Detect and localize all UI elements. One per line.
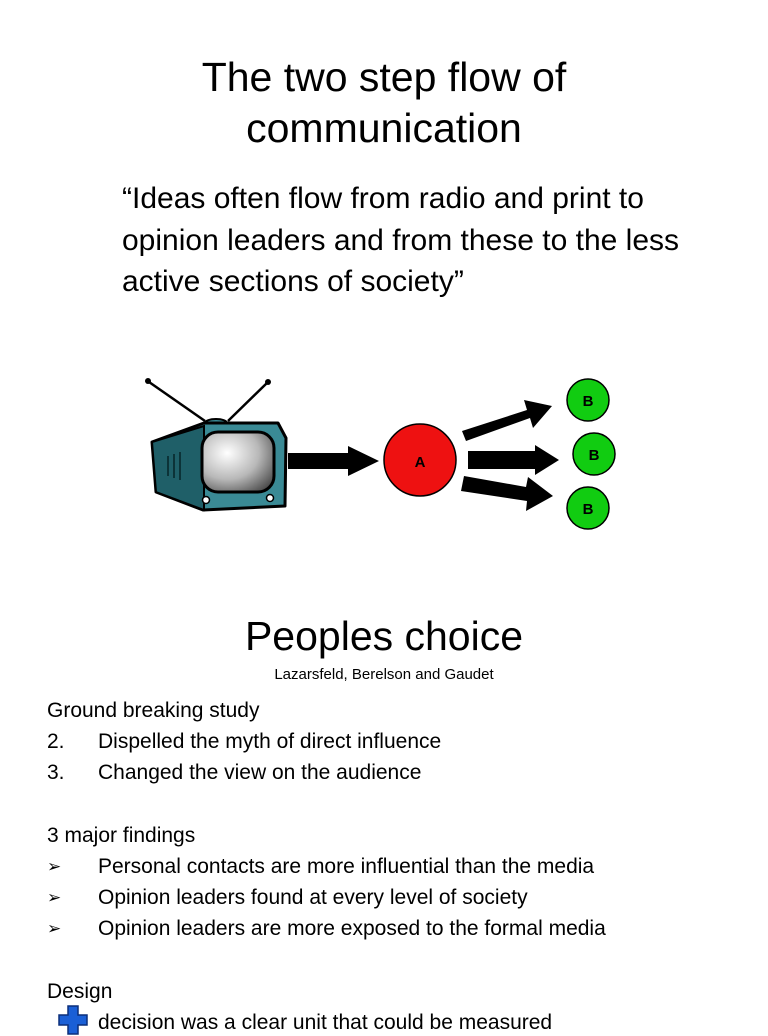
finding-item: Personal contacts are more influential t… xyxy=(98,855,595,878)
audience-node-middle: B xyxy=(572,432,616,476)
design-heading: Design xyxy=(47,980,113,1003)
slide-title: The two step flow of communication xyxy=(0,52,768,154)
finding-item: Opinion leaders are more exposed to the … xyxy=(98,917,606,940)
audience-label-top: B xyxy=(583,393,594,410)
list-number: 3. xyxy=(47,761,65,784)
findings-heading: 3 major findings xyxy=(47,824,196,847)
intro-line: Ground breaking study xyxy=(47,699,260,722)
slide-title-line1: The two step flow of xyxy=(201,54,567,100)
media-to-leader-arrow xyxy=(288,446,379,476)
audience-node-bottom: B xyxy=(566,486,610,530)
design-item: decision was a clear unit that could be … xyxy=(98,1011,553,1034)
audience-label-bottom: B xyxy=(583,501,594,518)
two-step-flow-diagram: A B B B xyxy=(145,378,616,530)
finding-item: Opinion leaders found at every level of … xyxy=(98,886,528,909)
section-title: Peoples choice xyxy=(244,613,524,659)
leader-to-audience-arrows xyxy=(461,400,559,511)
list-number: 2. xyxy=(47,730,65,753)
authors-line: Lazarsfeld, Berelson and Gaudet xyxy=(274,666,494,683)
arrowhead-bullet-icon: ➢ xyxy=(47,857,62,876)
arrowhead-bullet-icon: ➢ xyxy=(47,888,62,907)
list-item: Dispelled the myth of direct influence xyxy=(98,730,442,753)
lazarsfeld-quote: “Ideas often flow from radio and print t… xyxy=(122,182,680,298)
opinion-leader-node: A xyxy=(383,423,457,497)
list-item: Changed the view on the audience xyxy=(98,761,422,784)
slide-title-line2: communication xyxy=(246,105,522,151)
audience-label-middle: B xyxy=(589,447,600,464)
blue-plus-icon xyxy=(58,1005,88,1035)
arrowhead-bullet-icon: ➢ xyxy=(47,919,62,938)
audience-node-top: B xyxy=(566,378,610,422)
television-icon xyxy=(145,378,288,512)
opinion-leader-label: A xyxy=(415,454,426,471)
